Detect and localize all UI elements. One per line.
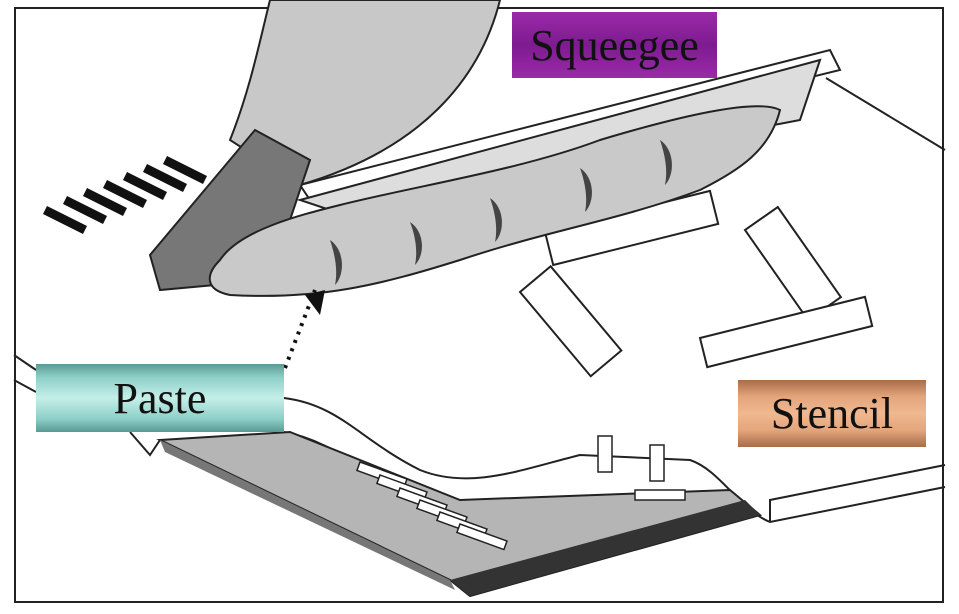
stencil-apertures bbox=[518, 189, 874, 378]
solder-paste-roll bbox=[208, 105, 782, 297]
printed-paste-stripes bbox=[42, 155, 208, 235]
pcb-board bbox=[156, 430, 763, 598]
stencil-label: Stencil bbox=[738, 380, 926, 447]
paste-leader-line bbox=[283, 289, 325, 369]
squeegee-label: Squeegee bbox=[512, 12, 717, 78]
paste-label: Paste bbox=[36, 364, 284, 432]
